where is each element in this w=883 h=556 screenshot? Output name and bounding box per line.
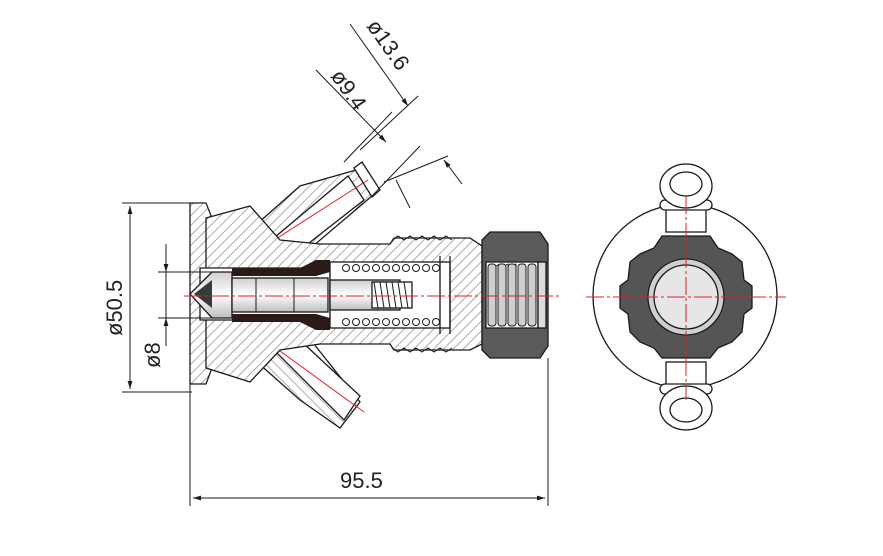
thread-insert <box>371 281 413 309</box>
dim-diameter-50-5: ø50.5 <box>102 280 127 336</box>
dim-diameter-8: ø8 <box>140 342 165 368</box>
piston-rod <box>231 277 329 313</box>
dim-length-95-5: 95.5 <box>340 468 383 493</box>
dim-diameter-9-4: ø9.4 <box>326 65 372 115</box>
dim-diameter-13-6: ø13.6 <box>362 15 415 75</box>
seal-upper <box>232 260 330 276</box>
dimension-lines <box>122 23 549 506</box>
spring-coils <box>342 264 440 326</box>
seal-lower <box>232 314 330 330</box>
end-cap <box>481 231 549 359</box>
end-view <box>586 163 786 431</box>
section-view <box>184 161 560 429</box>
